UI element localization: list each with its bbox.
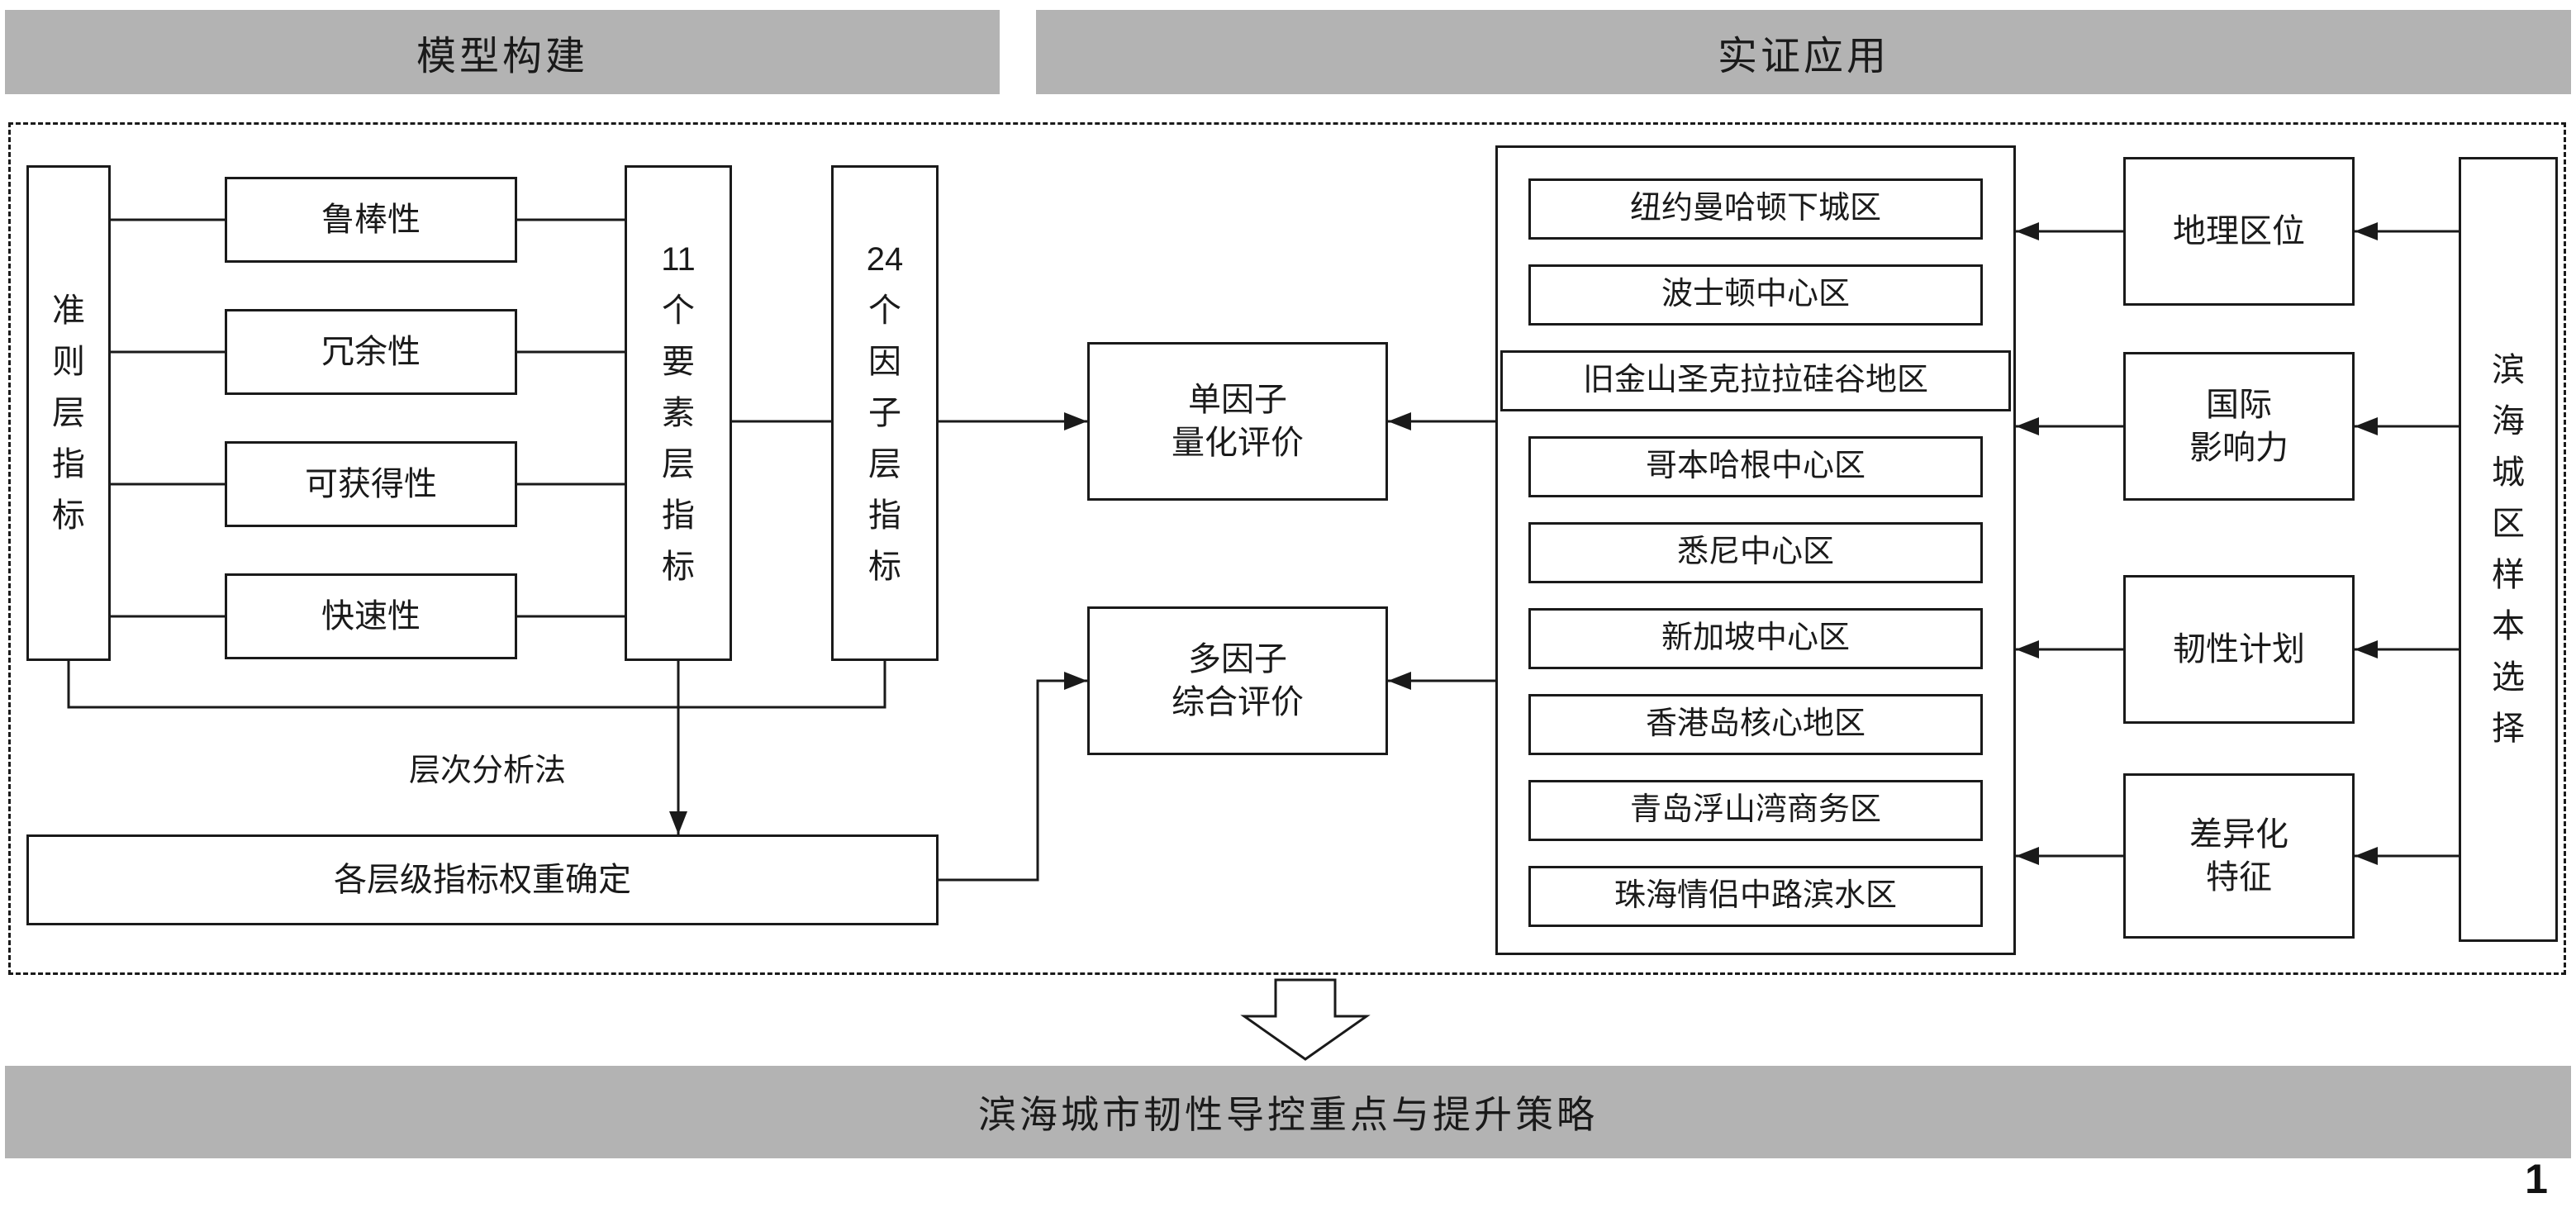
- city-box-hong-kong: 香港岛核心地区: [1528, 694, 1983, 755]
- selection-factor-box-resilience-plan: 韧性计划: [2123, 575, 2355, 724]
- city-box-boston: 波士顿中心区: [1528, 264, 1983, 326]
- criterion-item-box-rapidity: 快速性: [225, 573, 517, 659]
- city-box-sydney: 悉尼中心区: [1528, 522, 1983, 583]
- header-bar-model: 模型构建: [5, 10, 1000, 94]
- city-box-singapore: 新加坡中心区: [1528, 608, 1983, 669]
- down-block-arrow: [1240, 978, 1371, 1061]
- city-box-copenhagen: 哥本哈根中心区: [1528, 436, 1983, 497]
- page-number: 1: [2525, 1156, 2548, 1202]
- conclusion-bar: 滨海城市韧性导控重点与提升策略: [5, 1066, 2571, 1158]
- multi-factor-eval-box: 多因子综合评价: [1087, 606, 1388, 755]
- city-box-new-york: 纽约曼哈顿下城区: [1528, 178, 1983, 240]
- single-factor-eval-box: 单因子量化评价: [1087, 342, 1388, 501]
- criterion-layer-box: 准则层指标: [26, 165, 111, 661]
- ahp-method-label: 层次分析法: [408, 753, 566, 788]
- header-bar-application: 实证应用: [1036, 10, 2571, 94]
- city-box-qingdao: 青岛浮山湾商务区: [1528, 780, 1983, 841]
- cities-group-box: [1495, 145, 2016, 955]
- city-box-san-francisco: 旧金山圣克拉拉硅谷地区: [1500, 350, 2011, 411]
- criterion-item-box-robustness: 鲁棒性: [225, 177, 517, 263]
- criterion-item-box-redundancy: 冗余性: [225, 309, 517, 395]
- selection-factor-box-differentiated-features: 差异化特征: [2123, 773, 2355, 939]
- city-box-zhuhai: 珠海情侣中路滨水区: [1528, 866, 1983, 927]
- weight-determination-box: 各层级指标权重确定: [26, 834, 939, 925]
- criterion-item-box-availability: 可获得性: [225, 441, 517, 527]
- sample-selection-box: 滨海城区样本选择: [2459, 157, 2558, 942]
- selection-factor-box-international-influence: 国际影响力: [2123, 352, 2355, 501]
- selection-factor-box-geography: 地理区位: [2123, 157, 2355, 306]
- diagram-frame: [8, 122, 2566, 975]
